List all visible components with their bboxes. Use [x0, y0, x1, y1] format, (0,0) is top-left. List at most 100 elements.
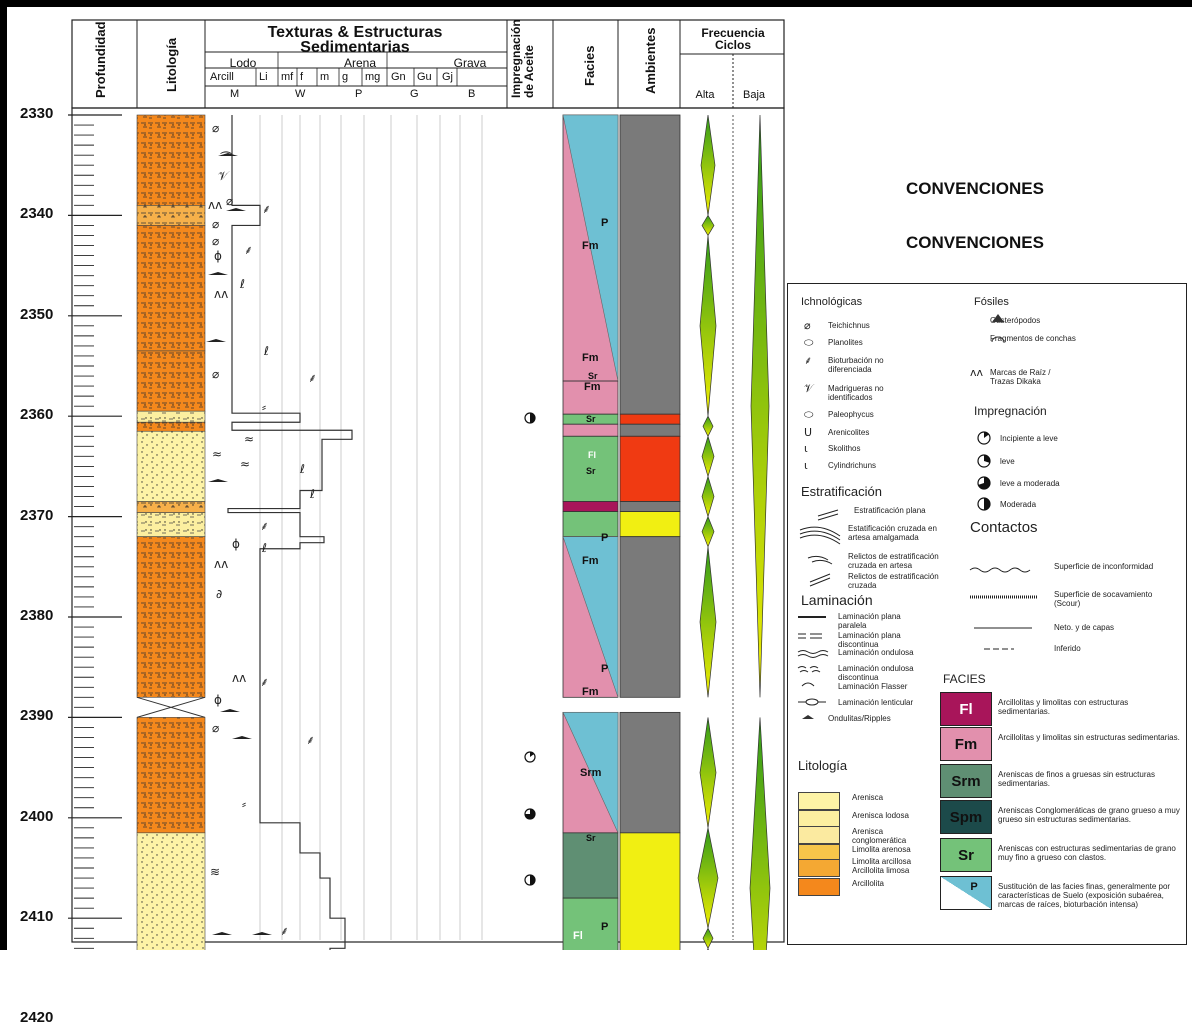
- facies-label: Fm: [582, 352, 599, 364]
- lamination-item: Laminación Flasser: [838, 682, 923, 691]
- facies-label: Fl: [573, 930, 583, 942]
- depth-label: 2410: [20, 908, 53, 925]
- lith-swatch: [798, 859, 840, 877]
- impregnation-icon-fill: [984, 455, 990, 463]
- ichno-item: Planolites: [828, 338, 918, 347]
- sedimentary-symbol: ⸙: [262, 202, 271, 216]
- lamination-item: Laminación lenticular: [838, 698, 923, 707]
- ichno-item: Cylindrichuns: [828, 461, 918, 470]
- ichno-item: Arenicolites: [828, 428, 918, 437]
- contact-item: Superficie de socavamiento (Scour): [1054, 590, 1164, 608]
- lamination-item: Laminación ondulosa: [838, 648, 923, 657]
- facies-label: Sr: [586, 466, 596, 476]
- facies-label: Fm: [582, 555, 599, 567]
- facies-description: Arcillolitas y limolitas sin estructuras…: [998, 733, 1182, 742]
- contact-item: Superficie de inconformidad: [1054, 562, 1164, 571]
- roots-label: Marcas de Raíz / Trazas Dikaka: [990, 368, 1070, 386]
- facies-block: [563, 512, 618, 537]
- lithology-bed: [137, 351, 205, 411]
- unconformity-icon: [970, 568, 1030, 572]
- impregnation-item: Incipiente a leve: [1000, 434, 1120, 443]
- impregnation-title: Impregnación: [974, 404, 1047, 418]
- depth-label: 2350: [20, 306, 53, 323]
- depth-label: 2420: [20, 1009, 53, 1026]
- lithology-header: Litología: [164, 36, 179, 92]
- grain-size-arcill: Arcill: [210, 71, 234, 83]
- fossil-title: Fósiles: [974, 296, 1009, 308]
- relict-cross-icon: [810, 574, 830, 586]
- environment-block: [620, 512, 680, 537]
- environment-block: [620, 424, 680, 436]
- lith-item: Arenisca lodosa: [852, 811, 922, 820]
- facies-block: [563, 898, 618, 950]
- sedimentary-symbol: ≈: [212, 447, 222, 461]
- grain-size-f: f: [300, 71, 303, 83]
- scour-mark: [208, 479, 228, 482]
- facies-swatch-fm: Fm: [940, 727, 992, 761]
- frequency-cycle-high: [700, 547, 716, 698]
- grain-size-mg: mg: [365, 71, 380, 83]
- frequency-cycle-high: [700, 717, 716, 827]
- frequency-cycle-high: [701, 115, 715, 215]
- facies-label-p: P: [601, 663, 608, 675]
- depth-label: 2340: [20, 205, 53, 222]
- depth-label: 2390: [20, 707, 53, 724]
- frequency-cycle-high: [703, 416, 713, 436]
- facies-swatch-sr: Sr: [940, 838, 992, 872]
- grain-size-g: g: [342, 71, 348, 83]
- grain-group-lodo: Lodo: [208, 56, 278, 70]
- sedimentary-symbol: ⸙: [308, 371, 317, 385]
- grain-size-gn: Gn: [391, 71, 406, 83]
- sedimentary-symbol: ⌀: [212, 367, 219, 381]
- impregnation-icon-fill: [984, 498, 990, 510]
- ichno-icon: ɩ: [804, 442, 808, 455]
- frequency-title-line2: Ciclos: [680, 39, 786, 51]
- lamination-title: Laminación: [801, 592, 873, 608]
- lithology-bed: [137, 205, 205, 225]
- scour-mark: [226, 208, 246, 211]
- lamination-icon: [802, 683, 814, 686]
- frequency-cycle-high: [702, 517, 714, 547]
- lithology-bed: [137, 422, 205, 431]
- strat-item: Relictos de estratificación cruzada: [848, 572, 948, 590]
- grain-size-m: m: [320, 71, 329, 83]
- ripple-icon: [802, 715, 814, 719]
- facies-description: Arcillolitas y limolitas con estructuras…: [998, 698, 1182, 716]
- environment-block: [620, 436, 680, 501]
- facies-label: Fl: [588, 450, 596, 460]
- textures-title-line2: Sedimentarias: [205, 40, 505, 55]
- frequency-cycle-low: [751, 115, 769, 697]
- sedimentary-symbol: ⸙: [260, 675, 269, 689]
- frequency-cycle-high: [702, 476, 714, 516]
- impregnation-icon: [978, 477, 990, 489]
- frequency-title: Frecuencia Ciclos: [680, 27, 786, 51]
- frequency-cycle-high: [703, 928, 713, 948]
- lithology-bed: [137, 115, 205, 205]
- sedimentary-symbol: ℓ: [299, 462, 305, 476]
- grain-size-mf: mf: [281, 71, 293, 83]
- depth-header: Profundidad: [93, 34, 108, 98]
- lith-item: Limolita arenosa: [852, 845, 922, 854]
- grain-size-gj: Gj: [442, 71, 453, 83]
- contact-item: Inferido: [1054, 644, 1164, 653]
- sedimentary-symbol: ʌʌ: [214, 287, 228, 301]
- lithology-bed: [137, 833, 205, 950]
- facies-code: Spm: [950, 809, 983, 826]
- facies-label: Fm: [584, 381, 601, 393]
- facies-label: Sr: [588, 371, 598, 381]
- facies-header: Facies: [582, 42, 597, 86]
- sedimentary-symbol: ⸗: [242, 797, 246, 811]
- facies-description: Areniscas con estructuras sedimentarias …: [998, 844, 1182, 862]
- impregnation-item: leve a moderada: [1000, 479, 1120, 488]
- sedimentary-symbol: ⸙: [306, 733, 315, 747]
- oil-impregnation-header: Impregnación de Aceite: [510, 28, 536, 98]
- lithology-bed: [137, 717, 205, 832]
- frequency-cycle-high: [702, 215, 714, 235]
- facies-label-p: P: [601, 921, 608, 933]
- environment-block: [620, 115, 680, 414]
- sedimentary-symbol: ⌀: [212, 217, 219, 231]
- lithology-bed: [137, 411, 205, 422]
- facies-code: Sr: [958, 847, 974, 864]
- strat-item: Estratificación plana: [854, 506, 954, 515]
- lithology-title: Litología: [798, 758, 847, 773]
